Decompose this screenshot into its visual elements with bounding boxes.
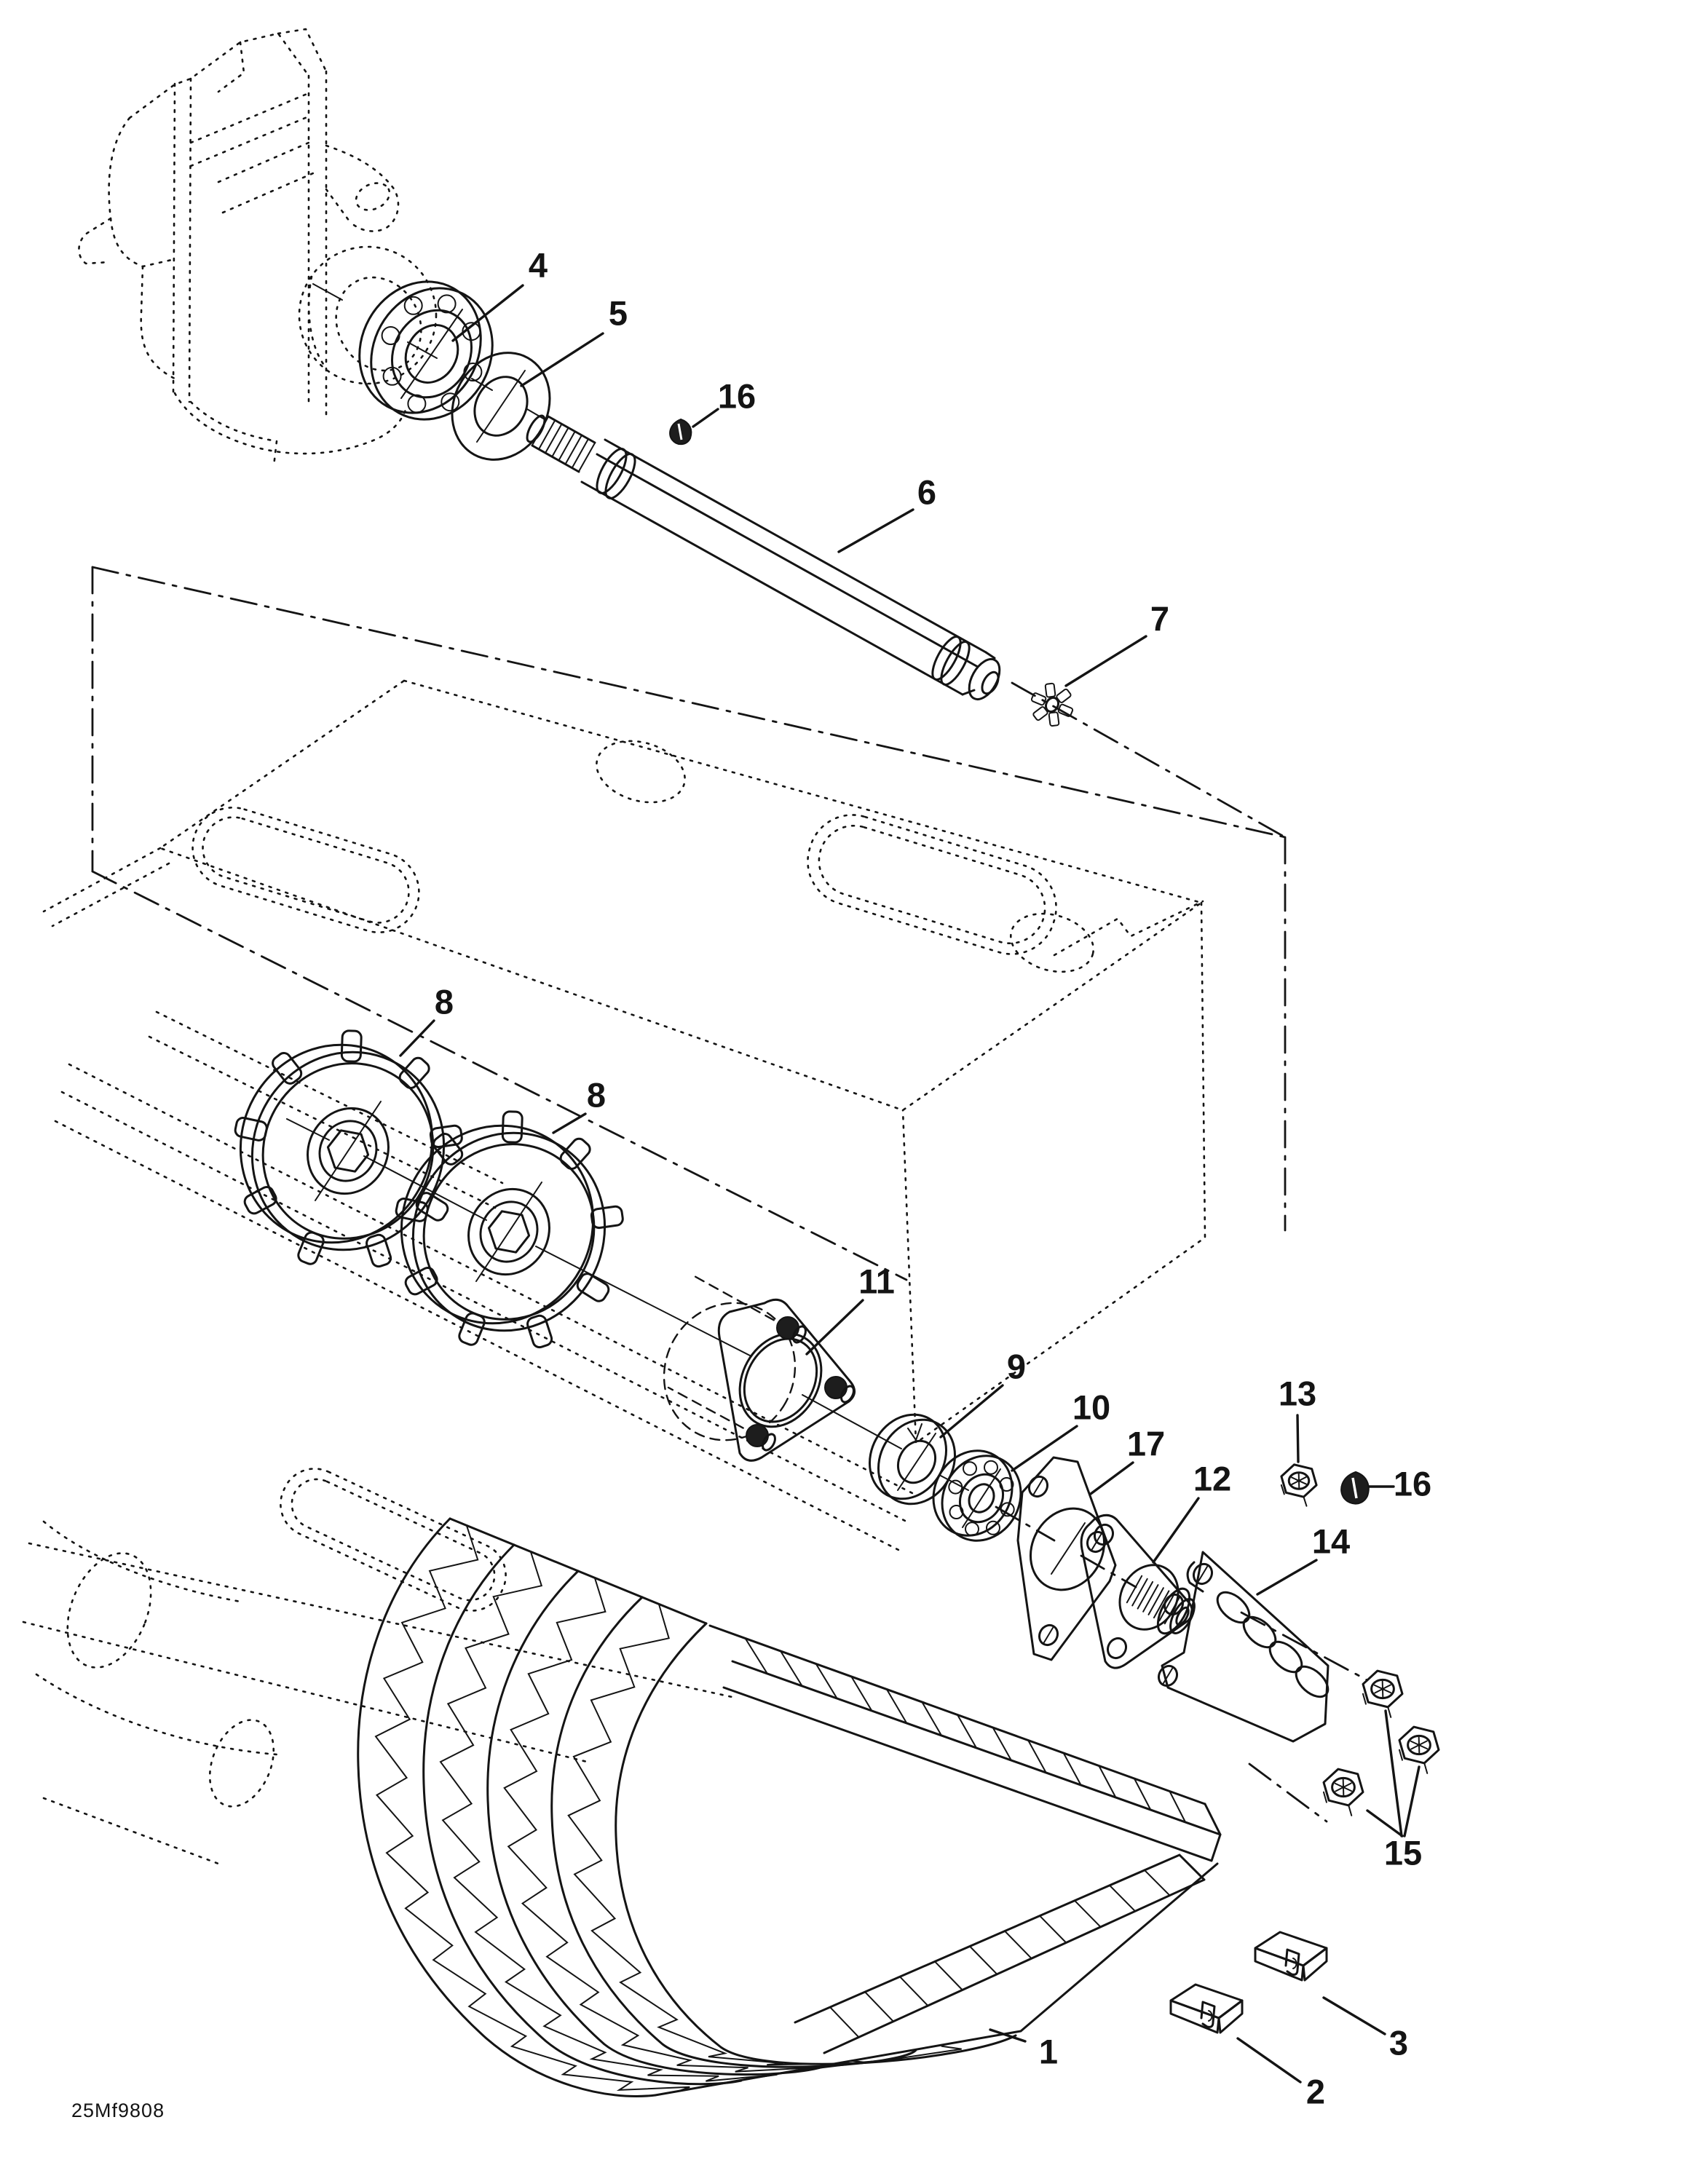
track-bottom-rungs	[829, 1869, 1171, 2038]
footer-code: 25Mf9808	[71, 2100, 165, 2121]
callout-2-label: 2	[1306, 2072, 1325, 2110]
callout-2-leader	[1236, 2037, 1302, 2084]
flanged-nut-13	[1280, 1463, 1318, 1507]
callout-16-label: 16	[718, 376, 756, 415]
bearing-10	[932, 1449, 1022, 1542]
callout-8-label: 8	[435, 982, 454, 1021]
callout-5-label: 5	[609, 293, 628, 332]
frame-rails	[22, 1010, 1369, 1865]
track-1	[357, 1517, 1222, 2097]
callout-16-label: 16	[1394, 1464, 1431, 1503]
callout-15-leader	[1403, 1765, 1421, 1837]
hex-nut-15-c	[1322, 1768, 1364, 1816]
star-washer-7	[1030, 682, 1074, 727]
track-clip-3	[1254, 1931, 1328, 1982]
callout-1-label: 1	[1039, 2032, 1058, 2070]
callout-10-leader	[1011, 1425, 1078, 1472]
callout-12-leader	[1152, 1497, 1200, 1564]
sprocket-8-front	[234, 1029, 463, 1268]
callout-9-label: 9	[1007, 1347, 1026, 1385]
chaincase-outline	[78, 28, 545, 467]
hex-nut-15-b	[1398, 1725, 1440, 1774]
callout-8-leader	[552, 1112, 587, 1134]
retainer-plate-17	[1016, 1456, 1117, 1661]
callout-12-label: 12	[1193, 1459, 1231, 1497]
bearing-10-balls	[948, 1460, 1015, 1537]
bearing-4-balls	[381, 294, 483, 414]
callout-3-leader	[1322, 1996, 1386, 2035]
track-top-rungs	[744, 1637, 1187, 1823]
callout-10-label: 10	[1072, 1388, 1110, 1426]
callout-16-leader	[692, 408, 719, 428]
callout-17-leader	[1089, 1461, 1134, 1495]
callout-15-leader	[1366, 1809, 1404, 1837]
circlip-16-b	[1340, 1471, 1370, 1505]
callout-11-leader	[805, 1299, 864, 1356]
axle-splines	[531, 416, 596, 472]
callout-8-leader	[399, 1019, 435, 1057]
callout-14-label: 14	[1312, 1522, 1350, 1560]
anchor-bracket-14	[1158, 1551, 1330, 1743]
drive-axle-6	[526, 414, 1001, 701]
circlip-16-a	[669, 418, 692, 446]
flange-11	[663, 1274, 856, 1462]
callout-7-leader	[1064, 635, 1147, 687]
callout-13-label: 13	[1279, 1374, 1316, 1412]
callout-8-label: 8	[587, 1075, 606, 1114]
sprocket-8-rear	[395, 1110, 624, 1349]
callout-11-label: 11	[858, 1262, 895, 1300]
callout-6-leader	[837, 508, 914, 553]
callout-1-leader	[989, 2028, 1027, 2043]
callout-13-leader	[1296, 1414, 1300, 1463]
bearing-housing-12	[1080, 1514, 1196, 1669]
callout-17-label: 17	[1127, 1424, 1165, 1463]
callout-15-leader	[1384, 1709, 1403, 1837]
callout-15-label: 15	[1384, 1833, 1422, 1872]
callout-9-leader	[939, 1384, 1004, 1439]
callout-7-label: 7	[1150, 599, 1169, 638]
callout-4-leader	[451, 284, 524, 342]
callout-6-label: 6	[917, 472, 936, 511]
housing-threads	[1126, 1575, 1181, 1625]
callout-4-label: 4	[529, 245, 548, 284]
callout-5-leader	[520, 332, 604, 387]
callout-3-label: 3	[1389, 2023, 1408, 2062]
track-treads	[374, 1524, 962, 2092]
callout-14-leader	[1256, 1559, 1318, 1596]
hex-nut-15-a	[1362, 1669, 1404, 1718]
bearing-4	[358, 280, 494, 421]
track-clip-2	[1169, 1983, 1244, 2034]
washer-5	[451, 352, 551, 461]
